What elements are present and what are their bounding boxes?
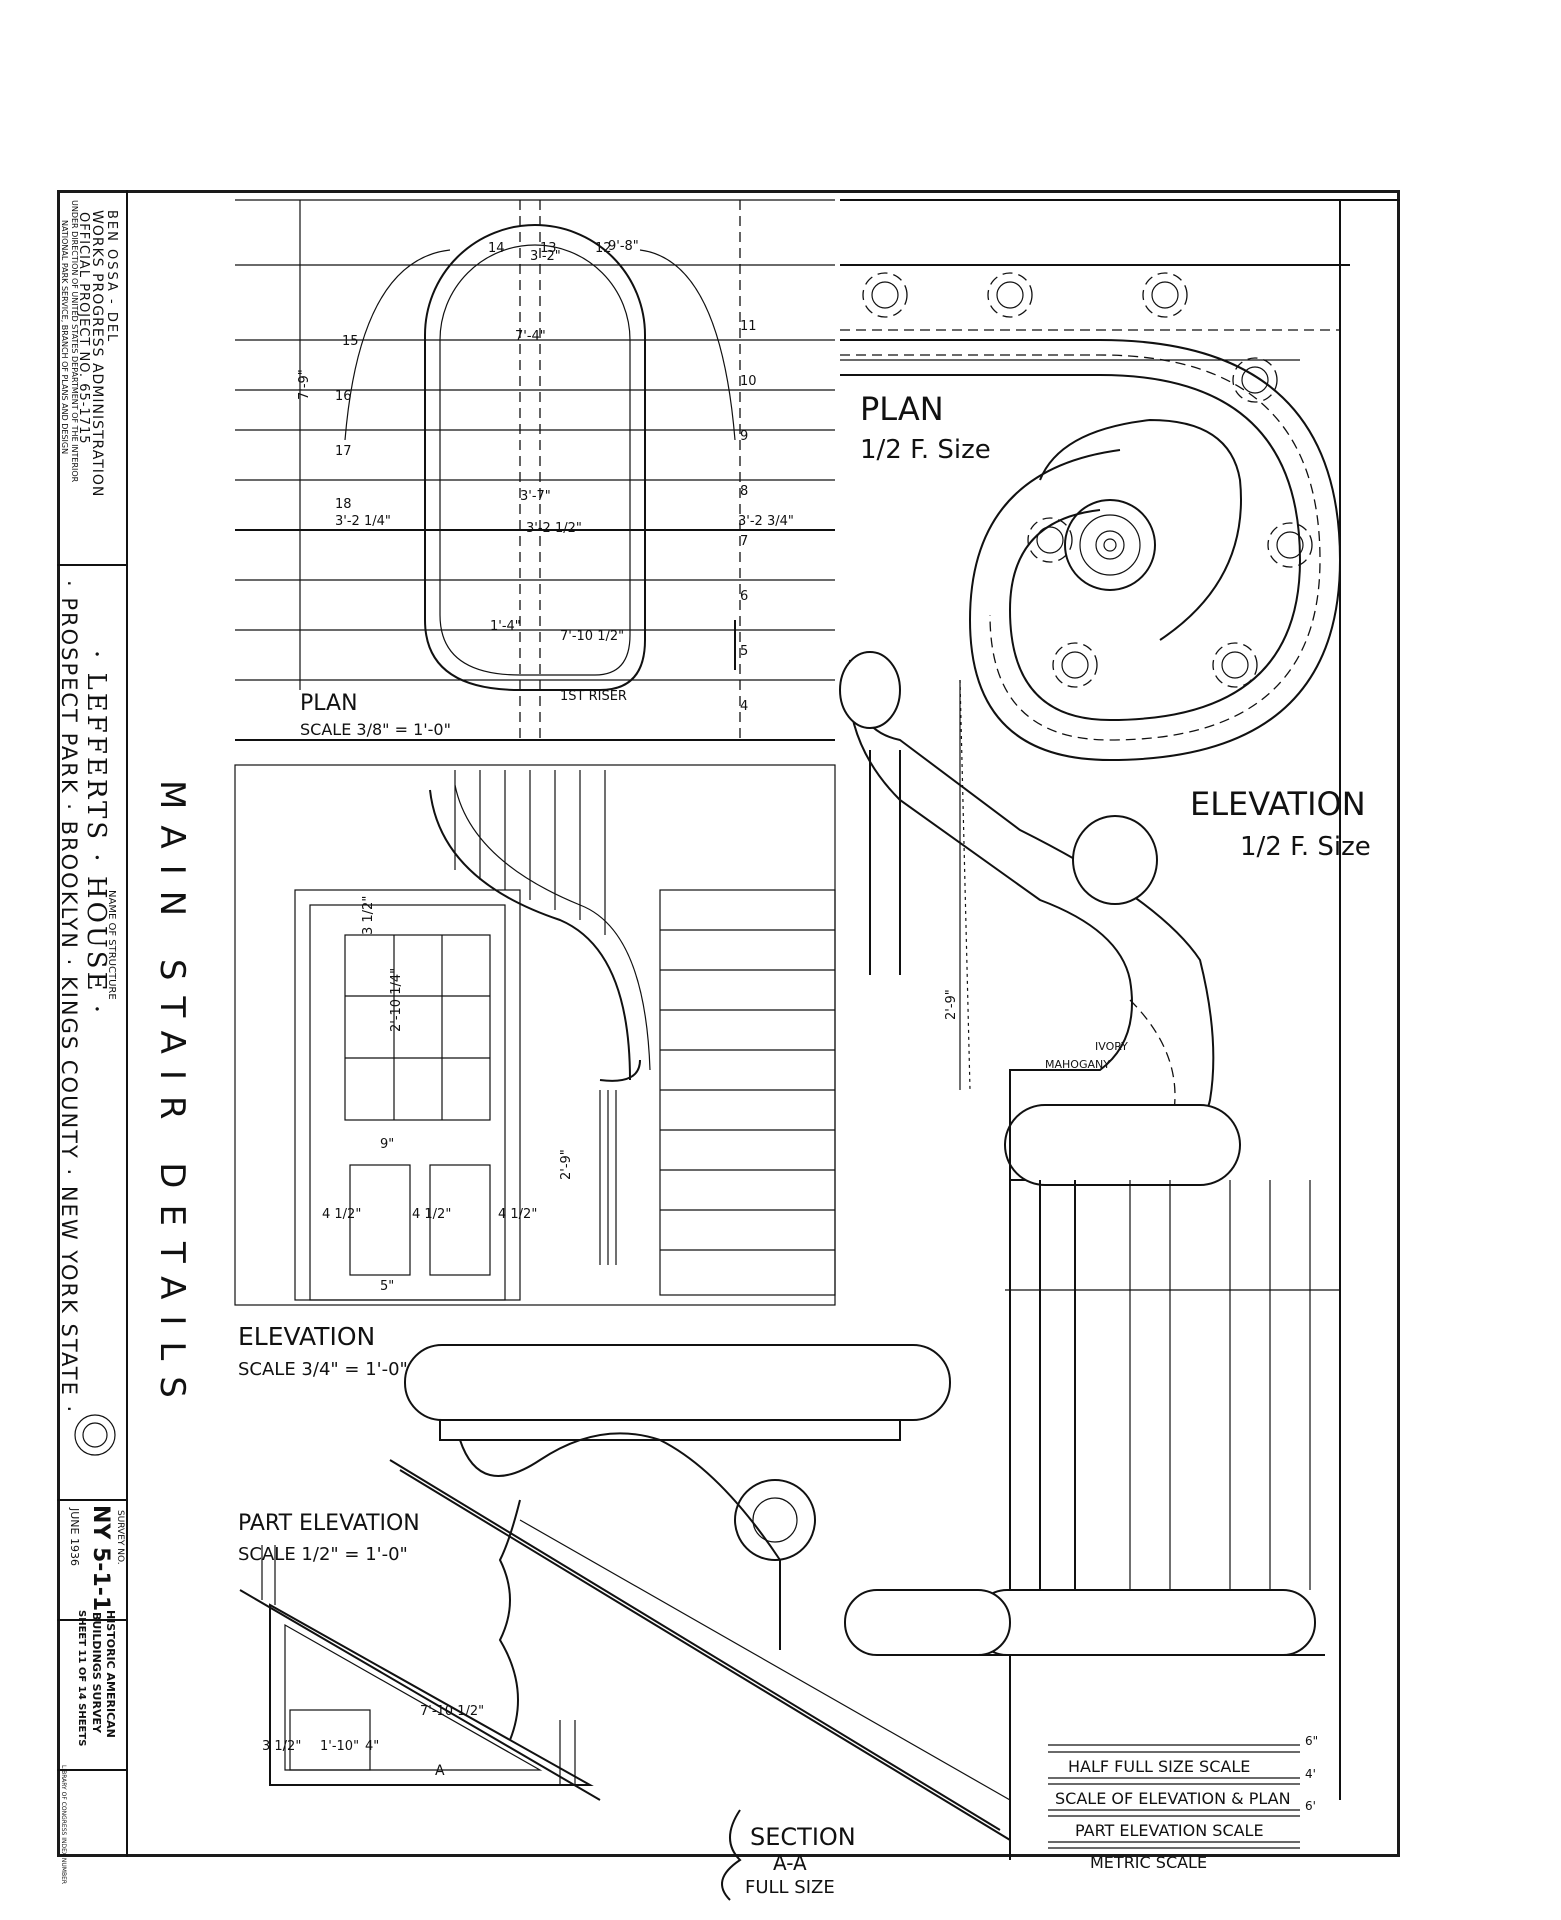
dim-pane: 2'-10 1/4" <box>389 968 404 1032</box>
dim-9-8: 9'-8" <box>608 239 639 254</box>
step-5: 5 <box>740 644 748 659</box>
dim-7-4: 7'-4" <box>515 329 546 344</box>
step-17: 17 <box>335 444 352 459</box>
dim-3-2-quarter: 3'-2 1/4" <box>335 514 391 529</box>
dim-part-small2: 3 1/2" <box>262 1739 301 1754</box>
dim-1-4: 1'-4" <box>490 619 521 634</box>
dim-3-2-half: 3'-2 1/2" <box>526 521 582 536</box>
section-mark-a: A <box>435 1763 445 1779</box>
dim-margin-middle: 4 1/2" <box>412 1207 451 1222</box>
plan-left-title: PLAN <box>300 691 358 716</box>
dim-part-panel: 1'-10" <box>320 1739 359 1754</box>
step-6: 6 <box>740 589 748 604</box>
elevation-right-view: 2'-9" IVORY MAHOGANY ELEVATION 1/2 F. Si… <box>839 651 1371 1860</box>
step-16: 16 <box>335 389 352 404</box>
elevation-right-title: ELEVATION <box>1190 785 1366 823</box>
part-elevation-title: PART ELEVATION <box>238 1511 420 1536</box>
section-title: SECTION <box>750 1823 856 1851</box>
elevation-left-view: 2'-10 1/4" 3 1/2" 9" 4 1/2" 4 1/2" 4 1/2… <box>234 764 951 1650</box>
scale-metric: METRIC SCALE <box>1090 1853 1207 1872</box>
elevation-right-scale: 1/2 F. Size <box>1240 832 1371 862</box>
dim-top: 3 1/2" <box>361 896 376 935</box>
dim-gap: 9" <box>380 1137 394 1152</box>
step-14: 14 <box>488 241 505 256</box>
dim-part-length: 7'-10 1/2" <box>420 1704 484 1719</box>
scale-unit-6in: 6" <box>1305 1734 1318 1748</box>
step-9: 9 <box>740 429 748 444</box>
dim-2-9-left: 2'-9" <box>559 1149 574 1180</box>
ivory-label: IVORY <box>1095 1040 1128 1053</box>
part-elevation-view: 7'-10 1/2" 1'-10" 4" 3 1/2" A PART ELEVA… <box>238 1511 601 1801</box>
first-riser-label: 1ST RISER <box>560 689 627 704</box>
elevation-left-scale: SCALE 3/4" = 1'-0" <box>238 1359 408 1380</box>
dim-3-7: 3'-7" <box>520 489 551 504</box>
handrail-section-view: SECTION A-A FULL SIZE <box>389 1459 1011 1901</box>
step-12: 12 <box>595 241 612 256</box>
step-10: 10 <box>740 374 757 389</box>
scale-unit-6ft: 6' <box>1305 1799 1316 1813</box>
plan-left-view: 9'-8" 7'-9" 7'-4" 3'-7" 3'-2 1/2" 3'-2 1… <box>235 199 835 741</box>
plan-right-volute: PLAN 1/2 F. Size <box>840 199 1400 1800</box>
step-18: 18 <box>335 497 352 512</box>
dim-3-2-three-quarter: 3'-2 3/4" <box>738 514 794 529</box>
dim-2-9-right: 2'-9" <box>944 989 959 1020</box>
dim-3-2: 3'-2" <box>530 249 561 264</box>
scale-unit-4ft: 4' <box>1305 1767 1316 1781</box>
step-13: 13 <box>540 241 557 256</box>
dim-7-10-half: 7'-10 1/2" <box>560 629 624 644</box>
part-elevation-scale: SCALE 1/2" = 1'-0" <box>238 1544 408 1565</box>
seal-icon <box>74 1414 116 1456</box>
plan-right-scale: 1/2 F. Size <box>860 435 991 465</box>
section-scale: FULL SIZE <box>745 1877 835 1898</box>
section-id: A-A <box>773 1851 807 1875</box>
scale-elev-plan: SCALE OF ELEVATION & PLAN <box>1055 1789 1291 1808</box>
mahogany-label: MAHOGANY <box>1045 1058 1110 1071</box>
step-11: 11 <box>740 319 757 334</box>
dim-base: 5" <box>380 1279 394 1294</box>
drawing-sheet <box>57 190 1400 1857</box>
plan-right-title: PLAN <box>860 390 944 428</box>
plan-left-scale: SCALE 3/8" = 1'-0" <box>300 720 451 739</box>
step-8: 8 <box>740 484 748 499</box>
dim-margin-left: 4 1/2" <box>322 1207 361 1222</box>
dim-7-9: 7'-9" <box>297 369 312 400</box>
step-7: 7 <box>740 534 748 549</box>
scale-half-full: HALF FULL SIZE SCALE <box>1068 1757 1250 1776</box>
dim-part-small1: 4" <box>365 1739 379 1754</box>
step-15: 15 <box>342 334 359 349</box>
elevation-left-title: ELEVATION <box>238 1322 375 1351</box>
step-4: 4 <box>740 699 748 714</box>
title-block-frame <box>57 190 128 1857</box>
graphic-scales: HALF FULL SIZE SCALE SCALE OF ELEVATION … <box>1048 1734 1318 1872</box>
dim-margin-right: 4 1/2" <box>498 1207 537 1222</box>
scale-part-elev: PART ELEVATION SCALE <box>1075 1821 1264 1840</box>
